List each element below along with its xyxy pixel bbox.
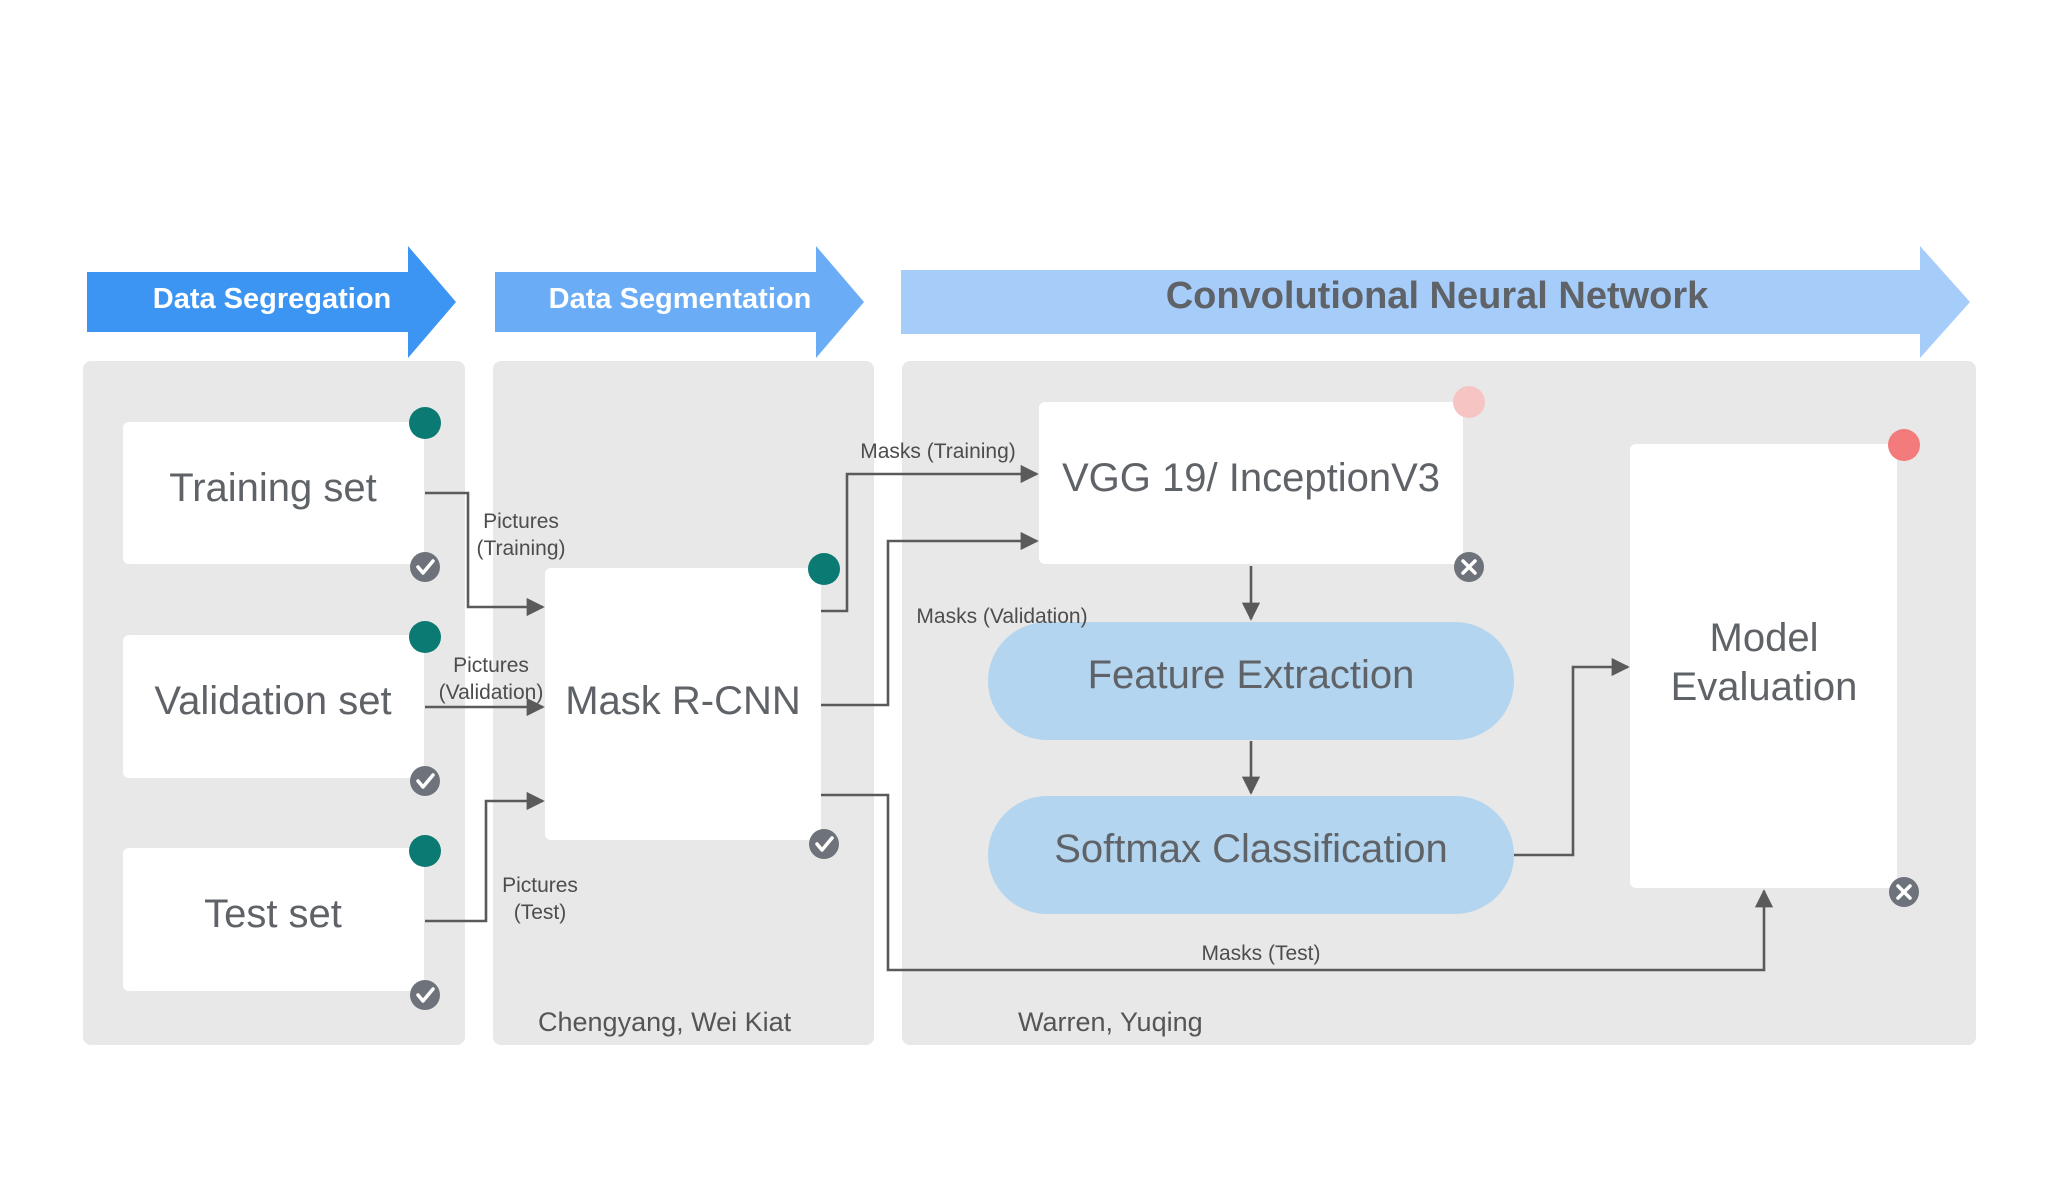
edge-label-line: (Training) xyxy=(476,537,565,560)
node-label: Mask R-CNN xyxy=(565,679,801,723)
red-dot-icon xyxy=(1453,386,1485,418)
node-model-evaluation: Model Evaluation xyxy=(1630,444,1897,888)
banner-arrow-shape xyxy=(901,246,1970,358)
edge-label-masks-validation: Masks (Validation) xyxy=(916,605,1087,628)
credit-segmentation: Chengyang, Wei Kiat xyxy=(538,1007,792,1037)
cross-badge-icon xyxy=(1454,552,1484,582)
edge-training-to-rcnn xyxy=(425,491,545,617)
edge-label-masks-training: Masks (Training) xyxy=(860,440,1016,463)
teal-dot-icon xyxy=(409,835,441,867)
edge-label-pictures-test: Pictures (Test) xyxy=(502,874,578,924)
node-box xyxy=(1630,444,1897,888)
stage-banner-segmentation: Data Segmentation xyxy=(495,246,864,358)
node-softmax: Softmax Classification xyxy=(988,796,1514,914)
stage-banner-segregation: Data Segregation xyxy=(87,246,456,358)
teal-dot-icon xyxy=(409,407,441,439)
node-label: Feature Extraction xyxy=(1088,653,1415,697)
node-mask-rcnn: Mask R-CNN xyxy=(545,568,821,840)
edge-label-line: (Validation) xyxy=(439,681,544,704)
node-box xyxy=(123,635,424,778)
node-validation-set: Validation set xyxy=(123,635,424,778)
node-box xyxy=(1039,402,1463,564)
node-pill xyxy=(988,796,1514,914)
checkmark-badge-icon xyxy=(410,552,440,582)
stage-title-segmentation: Data Segmentation xyxy=(549,283,812,315)
edge-label-pictures-validation: Pictures (Validation) xyxy=(439,654,544,704)
node-training-set: Training set xyxy=(123,422,424,564)
teal-dot-icon xyxy=(409,621,441,653)
edge-label-masks-test: Masks (Test) xyxy=(1201,942,1320,965)
red-dot-icon xyxy=(1888,429,1920,461)
checkmark-badge-icon xyxy=(410,766,440,796)
node-label: VGG 19/ InceptionV3 xyxy=(1062,456,1440,500)
node-pill xyxy=(988,622,1514,740)
connectors xyxy=(425,464,1774,972)
node-test-set: Test set xyxy=(123,848,424,991)
node-box xyxy=(123,422,424,564)
cross-badge-icon xyxy=(1889,877,1919,907)
edge-rcnn-to-vgg-training xyxy=(821,464,1039,613)
node-label: Training set xyxy=(169,466,377,510)
edge-label-pictures-training: Pictures (Training) xyxy=(476,510,565,560)
node-label: Test set xyxy=(204,892,342,936)
edge-test-to-rcnn xyxy=(425,791,545,923)
edge-rcnn-to-evaluation-test xyxy=(821,793,1774,972)
teal-dot-icon xyxy=(808,553,840,585)
edge-label-line: Pictures xyxy=(483,510,559,533)
stage-title-cnn: Convolutional Neural Network xyxy=(1166,275,1709,317)
banner-arrow-shape xyxy=(495,246,864,358)
node-label-line-2: Evaluation xyxy=(1671,665,1858,709)
edge-label-line: (Test) xyxy=(514,901,567,924)
node-box xyxy=(123,848,424,991)
stage-banner-cnn: Convolutional Neural Network xyxy=(901,246,1970,358)
node-label-line-1: Model xyxy=(1710,616,1819,660)
credit-cnn: Warren, Yuqing xyxy=(1018,1007,1203,1037)
edge-label-line: Pictures xyxy=(453,654,529,677)
edge-label-line: Pictures xyxy=(502,874,578,897)
edge-softmax-to-evaluation xyxy=(1514,657,1630,857)
node-feature-extraction: Feature Extraction xyxy=(988,622,1514,740)
stage-title-segregation: Data Segregation xyxy=(153,283,392,315)
banner-arrow-shape xyxy=(87,246,456,358)
checkmark-badge-icon xyxy=(809,829,839,859)
node-vgg: VGG 19/ InceptionV3 xyxy=(1039,402,1463,564)
checkmark-badge-icon xyxy=(410,980,440,1010)
node-label: Softmax Classification xyxy=(1054,827,1447,871)
edge-rcnn-to-vgg-validation xyxy=(821,531,1039,707)
node-label: Validation set xyxy=(154,679,391,723)
node-box xyxy=(545,568,821,840)
